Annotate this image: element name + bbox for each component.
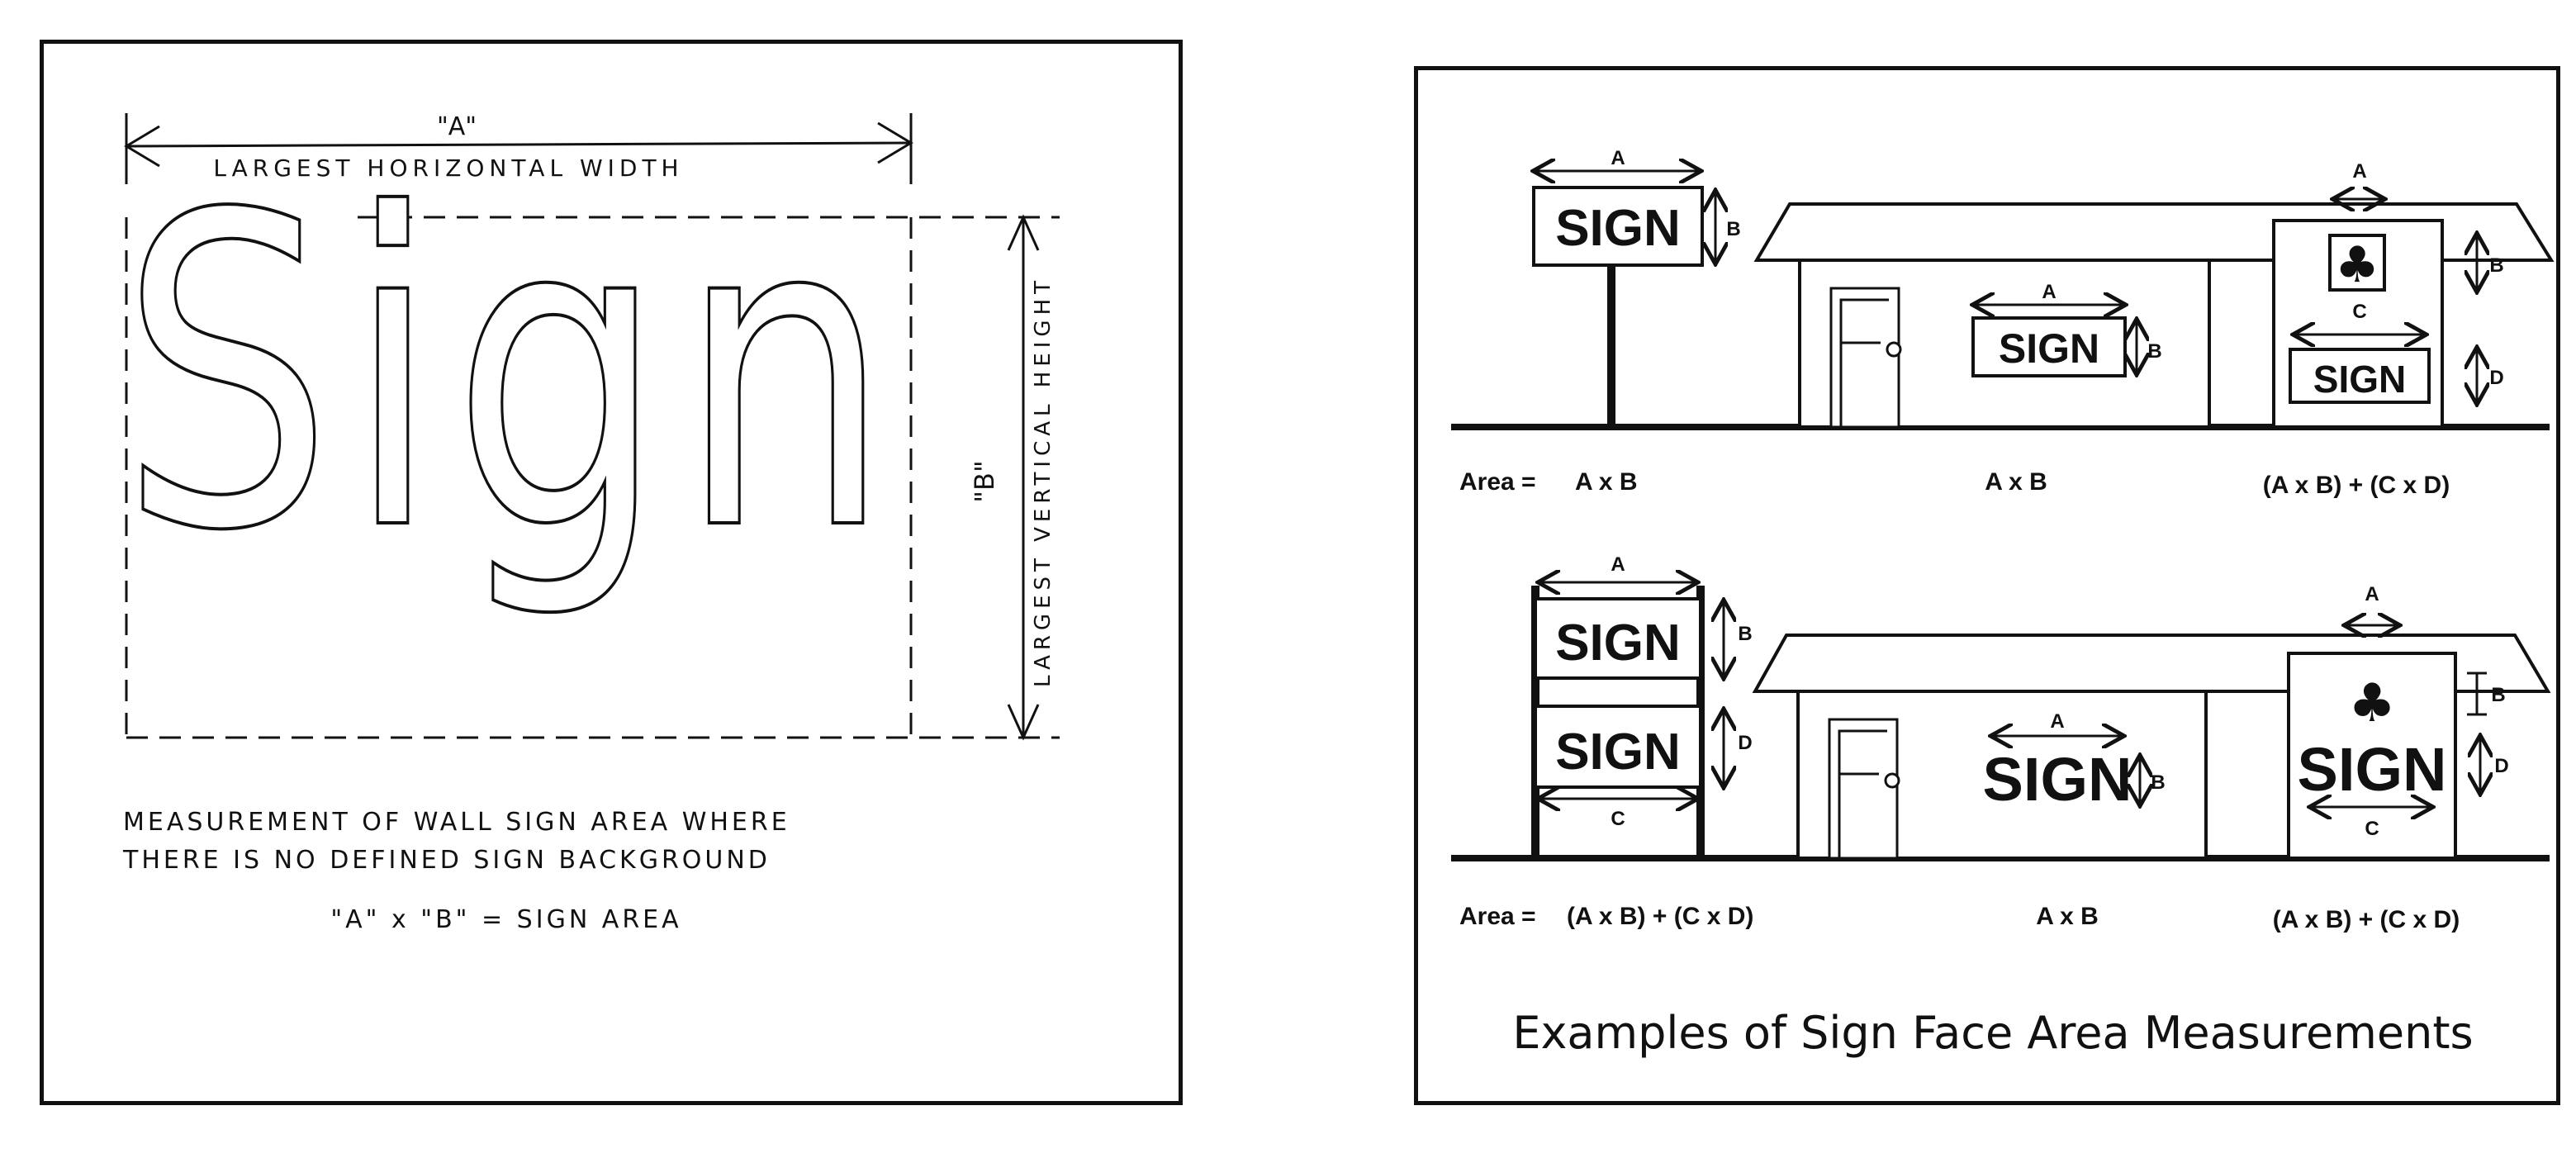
dim-c-label: C (2352, 301, 2366, 323)
dim-b-label: B (1726, 218, 1740, 240)
caption-line-2: THERE IS NO DEFINED SIGN BACKGROUND (122, 846, 771, 875)
stacked-sign-text-bottom: SIGN (1555, 724, 1681, 781)
dim-b-label: B (2489, 254, 2503, 277)
wall-sign-measurement-panel: "A" LARGEST HORIZONTAL WIDTH "B" LARGEST… (40, 40, 1183, 1105)
dim-c-label: C (1611, 808, 1625, 830)
dim-b-label: B (2147, 340, 2161, 363)
dim-d-label: D (1738, 732, 1752, 754)
dim-a-label: A (2352, 160, 2366, 183)
dim-b-label: B (1738, 623, 1752, 645)
width-dimension-arrow (124, 113, 913, 184)
height-label-text: LARGEST VERTICAL HEIGHT (1031, 276, 1056, 687)
width-label-a: "A" (437, 112, 477, 141)
pole-sign-example: SIGN A B (1534, 147, 1741, 427)
diagram-title: Examples of Sign Face Area Measurements (1512, 1007, 2473, 1059)
dim-c-label: C (2365, 818, 2379, 840)
row2-formula-2: A x B (2036, 903, 2099, 930)
dim-a-label: A (1611, 553, 1625, 576)
row1-formula-1: A x B (1575, 468, 1638, 496)
monument-sign-example-2: ♣ SIGN A C B D (2287, 583, 2509, 860)
dim-a-label: A (1611, 147, 1625, 169)
wall-sign-diagram: "A" LARGEST HORIZONTAL WIDTH "B" LARGEST… (118, 112, 1060, 934)
outlined-sign-word: Sign (120, 124, 904, 624)
stacked-sign-example: SIGN SIGN A C B D (1531, 553, 1753, 858)
row1-formula-2: A x B (1985, 468, 2047, 496)
monument-sign-text: SIGN (2313, 358, 2406, 401)
dim-d-label: D (2489, 367, 2503, 389)
sign-bounding-box (125, 216, 1060, 739)
monument-sign-example-1: ♣ SIGN A C B D (2272, 160, 2504, 429)
height-label-b: "B" (969, 460, 1000, 502)
row2-area-prefix: Area = (1459, 903, 1536, 930)
sign-area-formula: "A" x "B" = SIGN AREA (330, 905, 681, 934)
dim-a-label: A (2365, 583, 2379, 605)
row2-formula-1: (A x B) + (C x D) (1567, 903, 1753, 930)
dim-d-label: D (2494, 755, 2508, 777)
caption-line-1: MEASUREMENT OF WALL SIGN AREA WHERE (123, 808, 790, 837)
dim-a-label: A (2042, 281, 2056, 303)
width-label-text: LARGEST HORIZONTAL WIDTH (213, 154, 683, 182)
club-icon: ♣ (2348, 673, 2395, 734)
dim-b-label: B (2151, 771, 2165, 794)
building-sign-text: SIGN (1999, 325, 2099, 372)
sign-face-examples-panel: SIGN A B SIGN A B ♣ S (1414, 66, 2560, 1105)
dim-a-label: A (2050, 710, 2064, 733)
letters-sign-text: SIGN (1983, 745, 2132, 814)
monument-sign-2-text: SIGN (2298, 735, 2447, 804)
height-dimension-arrow (1007, 214, 1040, 741)
row2-formula-3: (A x B) + (C x D) (2273, 906, 2460, 933)
pole-sign-text: SIGN (1555, 200, 1681, 257)
stacked-sign-text-top: SIGN (1555, 615, 1681, 672)
row1-formula-3: (A x B) + (C x D) (2263, 472, 2450, 499)
dim-b-label: B (2491, 684, 2505, 706)
club-icon: ♣ (2335, 236, 2379, 294)
sign-face-examples-diagram: SIGN A B SIGN A B ♣ S (1451, 147, 2555, 1059)
row1-area-prefix: Area = (1459, 468, 1536, 496)
